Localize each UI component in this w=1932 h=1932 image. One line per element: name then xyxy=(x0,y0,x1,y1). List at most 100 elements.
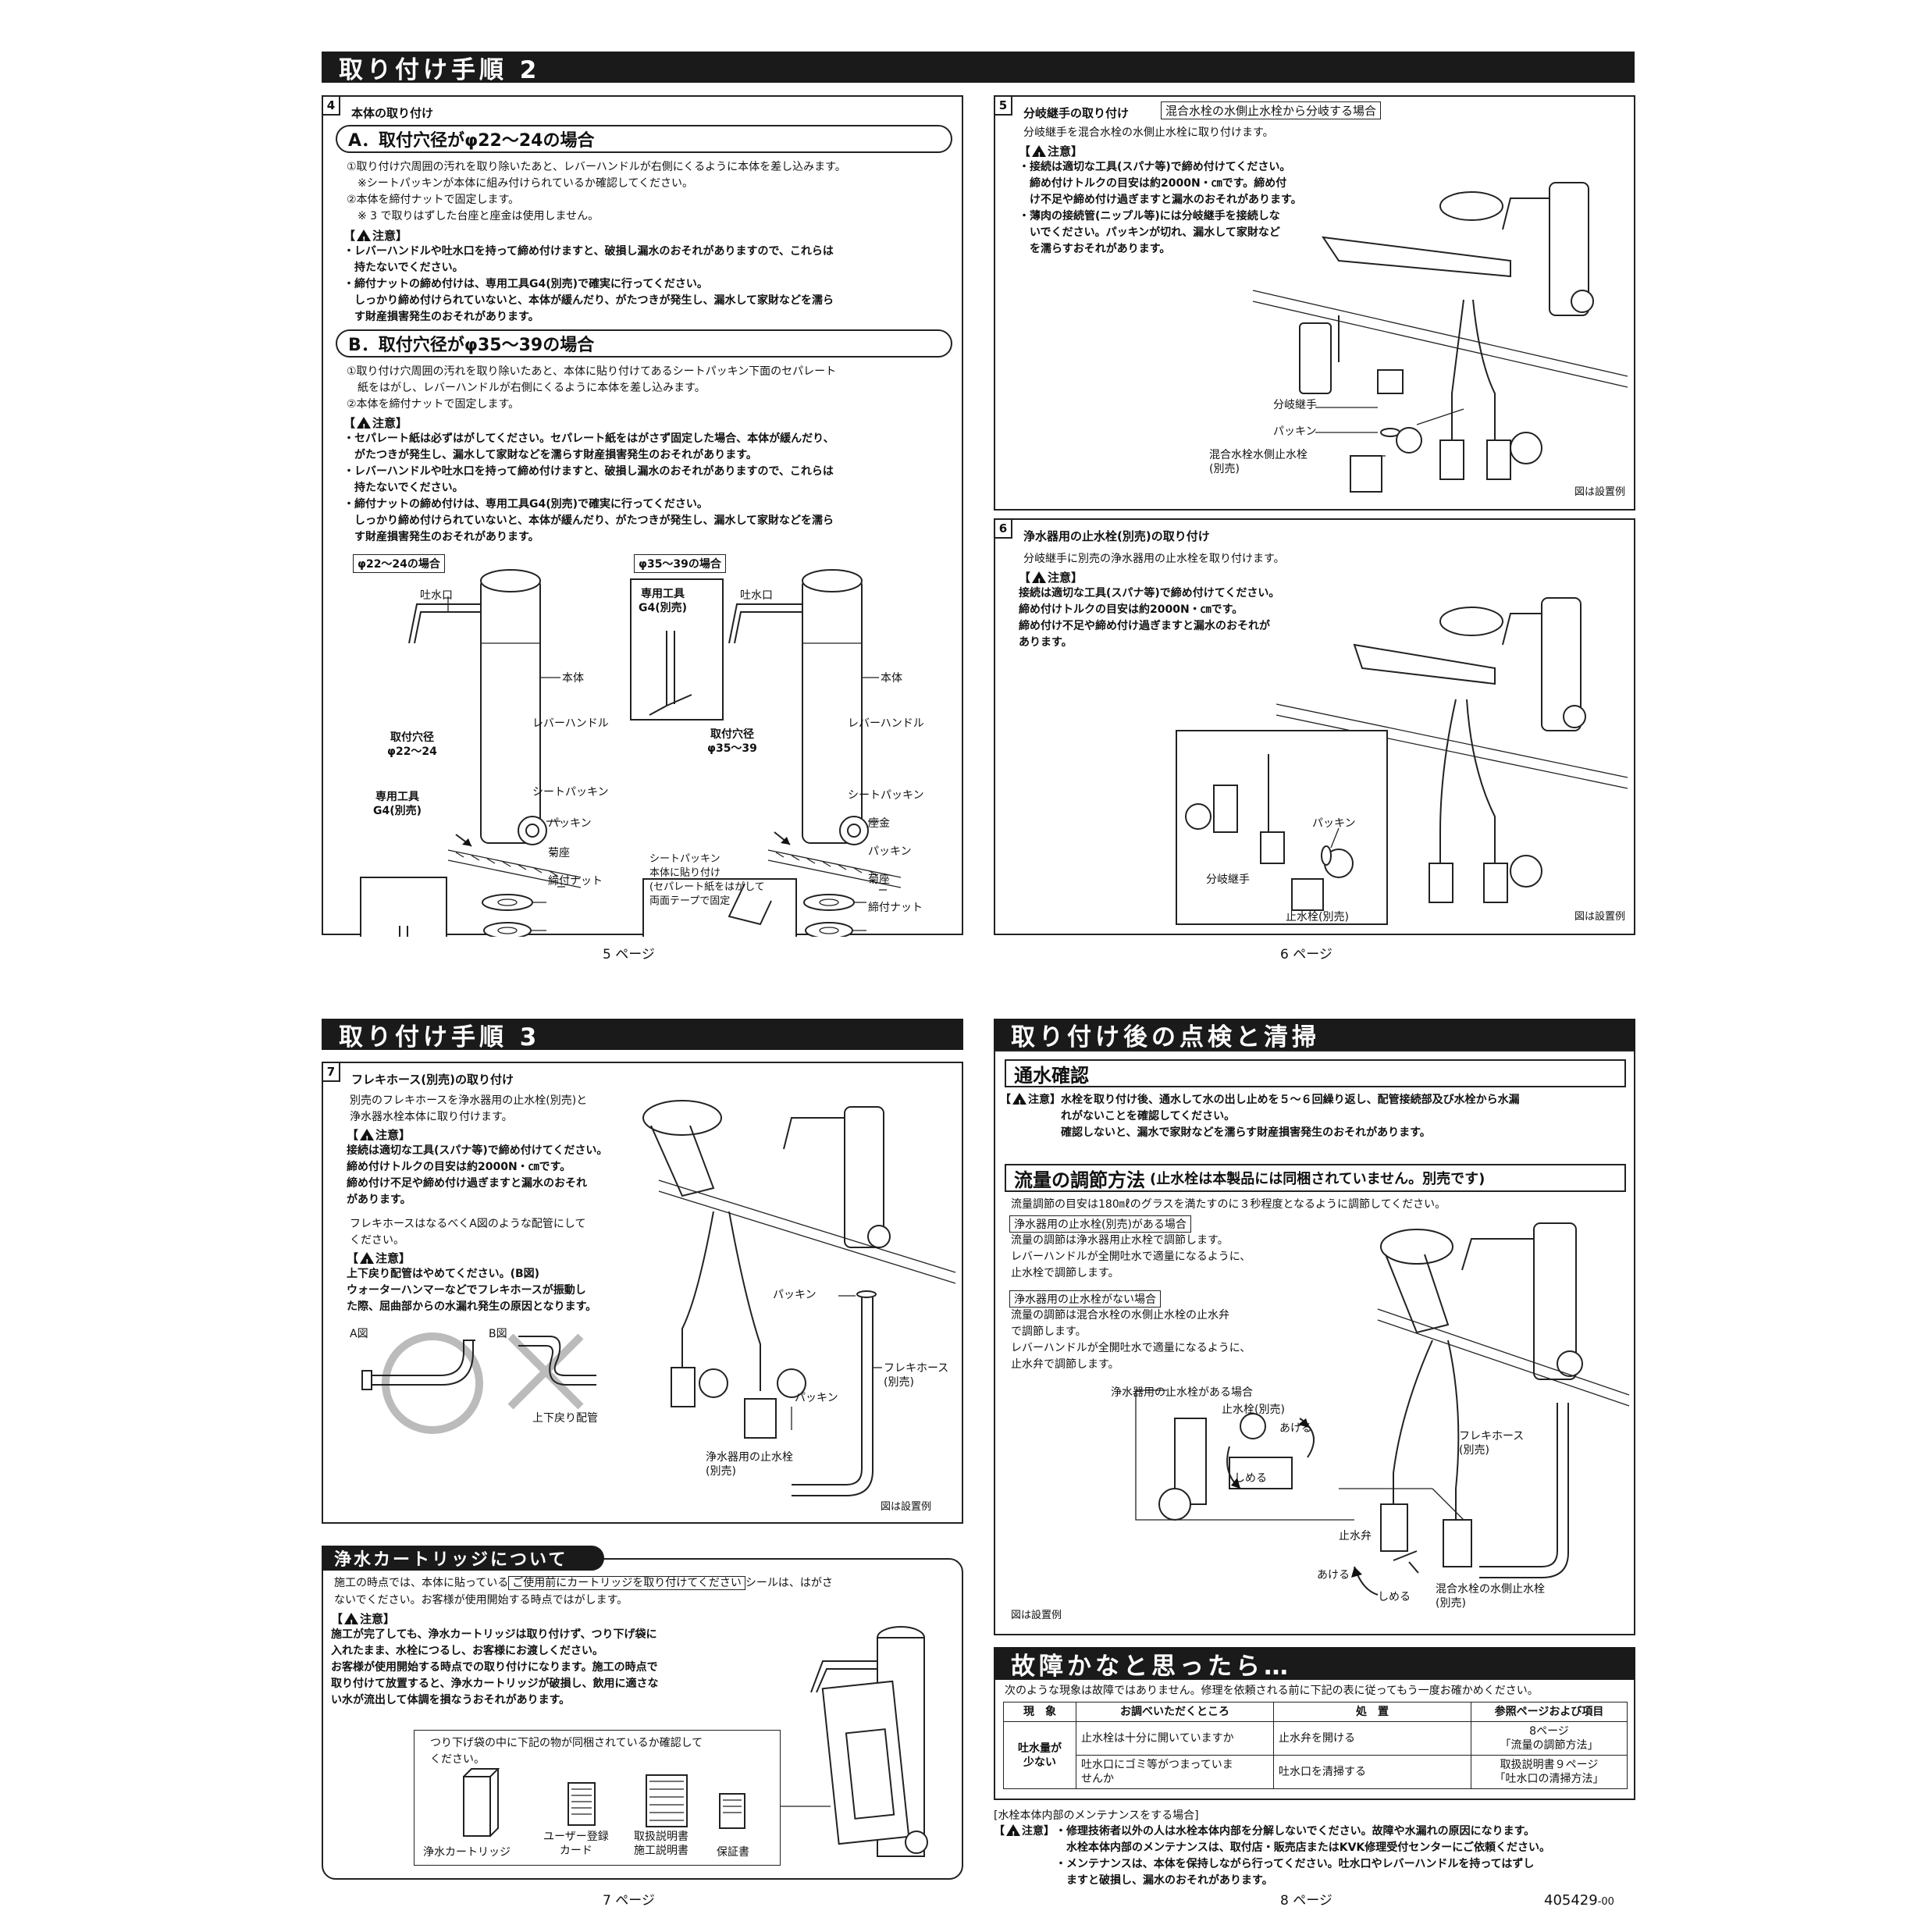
trouble-table: 現 象 お調べいただくところ 処 置 参照ページおよび項目 吐水量が 少ない 止… xyxy=(1003,1702,1628,1789)
subheading-a: A．取付穴径がφ22～24の場合 xyxy=(336,125,952,153)
cell-action: 吐水口を清掃する xyxy=(1273,1755,1471,1789)
caution-label: 【注意】 xyxy=(994,1823,1055,1843)
step7-caution: 接続は適切な工具(スパナ等)で締め付けてください。 締め付けトルクの目安は約20… xyxy=(347,1144,608,1206)
cell-action: 止水弁を開ける xyxy=(1273,1721,1471,1756)
label-close2: しめる xyxy=(1378,1591,1411,1603)
label-flex: フレキホース (別売) xyxy=(884,1362,949,1389)
cell-check: 止水栓は十分に開いていますか xyxy=(1076,1721,1274,1756)
label-hole-a: 取付穴径 φ22～24 xyxy=(387,731,437,758)
page-number-5: 5 ページ xyxy=(603,947,655,962)
warning-icon xyxy=(1012,1093,1026,1112)
label-packing: パッキン xyxy=(1273,425,1317,438)
label-lever-b: レバーハンドル xyxy=(848,717,924,730)
tag-22-24: φ22～24の場合 xyxy=(353,554,445,573)
step-number: 4 xyxy=(323,97,340,116)
flow-title: 流量の調節方法(止水栓は本製品には同梱されていません。別売です) xyxy=(1005,1164,1626,1192)
label-spout-b: 吐水口 xyxy=(740,589,773,602)
label-stop: 止水栓(別売) xyxy=(1222,1404,1285,1416)
step5-text: 分岐継手を混合水栓の水側止水栓に取り付けます。 xyxy=(1023,126,1274,139)
step-number: 7 xyxy=(323,1063,340,1082)
contents-box: つり下げ袋の中に下記の物が同梱されているか確認して ください。 xyxy=(414,1730,781,1866)
label-kiku: 菊座 xyxy=(548,847,570,859)
cell-symptom: 吐水量が 少ない xyxy=(1003,1721,1076,1789)
water-check-title: 通水確認 xyxy=(1005,1059,1626,1087)
label-kiku-b: 菊座 xyxy=(868,873,890,886)
label-case: 浄水器用の止水栓がある場合 xyxy=(1111,1386,1253,1399)
caution-label: 【注意】 xyxy=(343,228,407,248)
step7-box: 7 フレキホース(別売)の取り付け 別売のフレキホースを浄水器用の止水栓(別売)… xyxy=(322,1062,963,1524)
cell-reference: 8ページ 「流量の調節方法」 xyxy=(1471,1721,1628,1756)
caution-label: 【注意】 xyxy=(347,1251,411,1271)
table-row: 吐水量が 少ない 止水栓は十分に開いていますか 止水弁を開ける 8ページ 「流量… xyxy=(1003,1721,1628,1789)
label-fig-a: A図 xyxy=(350,1328,368,1340)
check-box: 通水確認 【注意】 水栓を取り付け後、通水して水の出し止めを５～６回繰り返し、配… xyxy=(994,1050,1635,1635)
step6-caution: 接続は適切な工具(スパナ等)で締め付けてください。 締め付けトルクの目安は約20… xyxy=(1019,587,1280,649)
maintenance-title: [水栓本体内部のメンテナンスをする場合] xyxy=(994,1809,1199,1822)
label-packing: パッキン xyxy=(1312,817,1356,830)
cartridge-caution: 施工が完了しても、浄水カートリッジは取り付けず、つり下げ袋に 入れたまま、水栓に… xyxy=(331,1628,659,1706)
caution-label: 【注意】 xyxy=(1000,1092,1061,1112)
step7-text: 別売のフレキホースを浄水器用の止水栓(別売)と 浄水器水栓本体に取り付けます。 xyxy=(350,1094,588,1123)
label-fig-b: B図 xyxy=(489,1328,507,1340)
label-mixer-valve: 混合水栓水側止水栓 (別売) xyxy=(1209,449,1308,475)
faucet-install-illustration xyxy=(360,569,902,937)
label-stop: 浄水器用の止水栓 (別売) xyxy=(706,1451,793,1478)
case1-tag: 浄水器用の止水栓(別売)がある場合 xyxy=(1009,1215,1191,1233)
label-branch: 分岐継手 xyxy=(1206,873,1250,886)
cell-reference: 取扱説明書９ページ 「吐水口の清掃方法」 xyxy=(1471,1755,1628,1789)
warning-icon xyxy=(1032,145,1047,164)
caution-label: 【注意】 xyxy=(1019,570,1083,590)
subB-text: ①取り付け穴周囲の汚れを取り除いたあと、本体に貼り付けてあるシートパッキン下面の… xyxy=(347,365,837,411)
case1-text: 流量の調節は浄水器用止水栓で調節します。 レバーハンドルが全開吐水で適量になるよ… xyxy=(1011,1234,1251,1279)
subA-caution: ・レバーハンドルや吐水口を持って締め付けますと、破損し漏水のおそれがありますので… xyxy=(343,245,834,323)
step-number: 6 xyxy=(995,520,1012,539)
step7-text2: フレキホースはなるべくA図のような配管にして ください。 xyxy=(350,1218,586,1247)
case2-text: 流量の調節は混合水栓の水側止水栓の止水弁 で調節します。 レバーハンドルが全開吐… xyxy=(1011,1309,1251,1371)
label-item1: 浄水カートリッジ xyxy=(423,1846,511,1859)
warning-icon xyxy=(357,417,372,436)
header-reference: 参照ページおよび項目 xyxy=(1471,1702,1628,1722)
label-zagane: 座金 xyxy=(868,817,890,830)
stop-valve-illustration xyxy=(1176,597,1628,925)
step-number: 5 xyxy=(995,97,1012,116)
step4-title: 本体の取り付け xyxy=(351,106,434,120)
label-packing-b: パッキン xyxy=(868,845,912,858)
label-mixer-valve: 混合水栓の水側止水栓 (別売) xyxy=(1436,1583,1545,1610)
header-symptom: 現 象 xyxy=(1003,1702,1076,1722)
step6-box: 6 浄水器用の止水栓(別売)の取り付け 分岐継手に別売の浄水器用の止水栓を取り付… xyxy=(994,518,1635,935)
label-spout: 吐水口 xyxy=(420,589,453,602)
page-number-8: 8 ページ xyxy=(1280,1893,1332,1909)
label-packing: パッキン xyxy=(548,817,592,830)
caution-label: 【注意】 xyxy=(1019,144,1083,164)
label-body-b: 本体 xyxy=(881,672,902,685)
trouble-intro: 次のような現象は故障ではありません。修理を依頼される前に下記の表に従ってもう一度… xyxy=(1005,1685,1539,1697)
example-note: 図は設置例 xyxy=(1011,1610,1062,1621)
cartridge-illustration xyxy=(463,1626,928,1857)
label-nut-b: 締付ナット xyxy=(868,902,923,914)
label-seat-note: シートパッキン 本体に貼り付け (セパレート紙をはがして 両面テープで固定 xyxy=(649,853,765,907)
trouble-box: 次のような現象は故障ではありません。修理を依頼される前に下記の表に従ってもう一度… xyxy=(994,1680,1635,1800)
label-tool-a: 専用工具 G4(別売) xyxy=(373,791,422,817)
label-updown: 上下戻り配管 xyxy=(532,1412,598,1425)
label-body: 本体 xyxy=(562,672,584,685)
caution-label: 【注意】 xyxy=(347,1127,411,1147)
table-row: 吐水口にゴミ等がつまっていま せんか 吐水口を清掃する 取扱説明書９ページ 「吐… xyxy=(1004,1755,1628,1789)
tag-35-39: φ35～39の場合 xyxy=(634,554,726,573)
step5-caution: ・接続は適切な工具(スパナ等)で締め付けてください。 締め付けトルクの目安は約2… xyxy=(1019,161,1302,255)
step4-box: 4 本体の取り付け A．取付穴径がφ22～24の場合 ①取り付け穴周囲の汚れを取… xyxy=(322,95,963,937)
label-flex: フレキホース (別売) xyxy=(1459,1430,1525,1457)
maintenance-text: ・修理技術者以外の人は水栓本体内部を分解しないでください。故障や水漏れの原因にな… xyxy=(1055,1825,1550,1887)
subA-text: ①取り付け穴周囲の汚れを取り除いたあと、レバーハンドルが右側にくるように本体を差… xyxy=(347,161,846,222)
section-title-check: 取り付け後の点検と清掃 xyxy=(994,1019,1635,1051)
warning-icon xyxy=(357,229,372,248)
label-valve: 止水弁 xyxy=(1339,1530,1372,1542)
label-open2: あける xyxy=(1317,1569,1350,1582)
cartridge-text2: ないでください。お客様が使用開始する時点ではがします。 xyxy=(334,1594,628,1606)
section-title-install3: 取り付け手順 3 xyxy=(322,1019,963,1051)
caution-label: 【注意】 xyxy=(331,1611,395,1631)
step7-title: フレキホース(別売)の取り付け xyxy=(351,1073,514,1087)
header-check: お調べいただくところ xyxy=(1076,1702,1274,1722)
label-open: あける xyxy=(1279,1422,1312,1435)
step7-caution2: 上下戻り配管はやめてください。(B図) ウォーターハンマーなどでフレキホースが振… xyxy=(347,1268,597,1313)
warning-icon xyxy=(1006,1824,1020,1843)
